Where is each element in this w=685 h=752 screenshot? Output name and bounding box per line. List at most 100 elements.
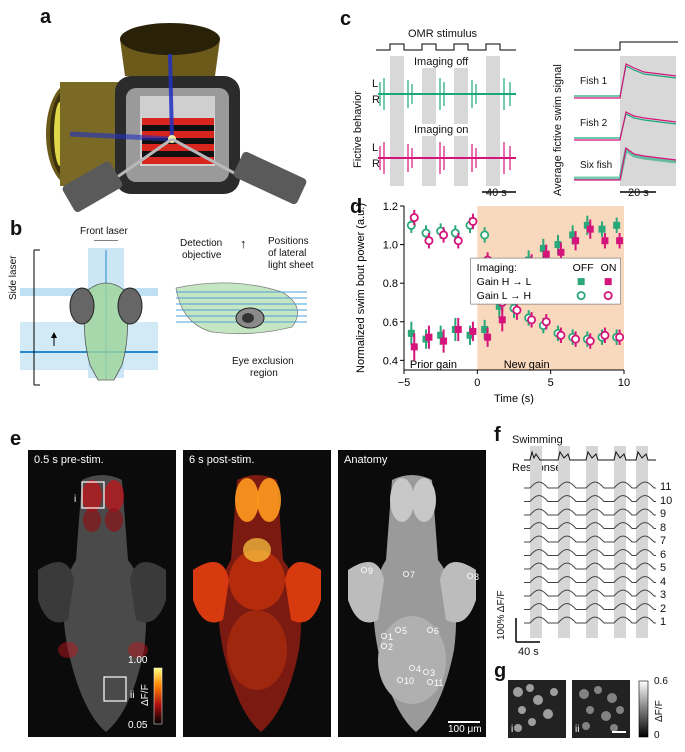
eye-exclusion-label-2: region [250,368,278,379]
legend-marker [603,291,613,301]
data-point [557,248,565,256]
roi-marker [427,678,434,685]
cbar-max-e: 1.00 [128,655,148,666]
data-point [569,231,577,239]
g-cbar-min: 0 [654,730,660,741]
fish-side-view-diagram [175,282,307,335]
data-point [498,316,506,324]
response-trace [524,495,656,502]
avg-swim-ylabel: Average fictive swim signal [552,64,564,196]
x-axis-label: Time (s) [494,393,534,405]
x-tick-label: 10 [618,377,630,389]
brain-pre-stim-panel: 0.5 s pre-stim. i ii 1.00 0.05 ΔF/F [28,450,176,737]
roi-ii-image: ii [572,680,630,738]
roi-number: 7 [410,570,415,580]
roi-number: 1 [388,632,393,642]
average-swim-traces [574,41,678,193]
data-point [541,317,551,327]
response-trace [524,508,656,516]
trace-number: 1 [660,616,667,628]
data-point [468,216,478,226]
trace-number: 8 [660,521,667,534]
g-ii-label: ii [575,724,580,735]
detection-label: Detection [180,238,223,249]
data-point [539,244,547,252]
roi-i-label: i [74,494,77,505]
brain-post-stim-panel: 6 s post-stim. [183,450,331,737]
response-trace [524,603,656,610]
response-trace [524,522,656,529]
roi-marker [395,626,402,633]
trace-L-off: L [372,78,379,90]
roi-number: 5 [402,626,407,636]
trace-number: 7 [660,535,667,547]
trace-L-on: L [372,142,379,154]
imaging-off-label: Imaging off [414,56,469,68]
data-point [613,221,621,229]
positions-label-3: light sheet [268,260,314,271]
post-stim-caption: 6 s post-stim. [189,454,255,466]
data-point [527,315,537,325]
data-point [439,230,449,240]
objective-label: objective [182,250,222,261]
roi-marker [381,632,388,639]
panel-label-e: e [10,428,22,450]
data-point [425,333,433,341]
y-tick-label: 0.6 [383,317,398,329]
eye-exclusion-label-1: Eye exclusion [232,356,294,367]
legend-marker [576,291,586,301]
trace-number: 9 [660,508,667,520]
panel-label-f: f [494,424,501,446]
roi-number: 9 [368,566,373,576]
legend-title: Imaging: [477,262,517,274]
roi-marker [423,668,430,675]
data-point [583,221,591,229]
microscope-setup-illustration [46,23,307,213]
x-tick-label: −5 [398,377,411,389]
trace-number: 11 [660,481,672,493]
g-colorbar [638,680,649,738]
y-tick-label: 0.4 [383,355,398,367]
data-point [601,237,609,245]
data-point [469,327,477,335]
legend-on: ON [601,262,617,274]
legend-row1: Gain H → L [477,276,532,288]
fish2-label: Fish 2 [580,118,608,129]
panel-label-d: d [350,196,363,218]
scalebar-20s-c: 20 s [628,187,649,199]
data-point [600,330,610,340]
roi-ii-label: ii [130,690,135,701]
roi-marker [381,642,388,649]
data-point [554,241,562,249]
data-point [598,225,606,233]
data-point [615,332,625,342]
trace-number: 2 [660,602,667,615]
positions-label-1: Positions [268,236,309,247]
roi-number: 8 [474,572,479,582]
g-cbar-label: ΔF/F [654,700,665,722]
data-point [586,225,594,233]
y-axis-label: Normalized swim bout power (a.u.) [355,203,367,373]
trace-number: 3 [660,589,667,601]
roi-number: 10 [404,676,414,686]
scalebar-40s-f: 40 s [518,646,539,658]
data-point [572,237,580,245]
panel-label-a: a [40,6,52,28]
legend-marker [577,278,585,286]
panel-label-g: g [494,660,507,682]
data-point [512,305,522,315]
positions-label-2: of lateral [268,248,307,259]
data-point [571,334,581,344]
x-tick-label: 0 [474,377,480,389]
cbar-label-e: ΔF/F [140,684,151,706]
data-point [481,325,489,333]
roi-i-image: i [508,680,566,738]
roi-marker [360,567,367,574]
response-trace [524,535,656,543]
data-point [484,333,492,341]
y-tick-label: 0.8 [383,278,398,290]
trace-number: 10 [660,494,673,507]
side-laser-label: Side laser [8,255,19,300]
